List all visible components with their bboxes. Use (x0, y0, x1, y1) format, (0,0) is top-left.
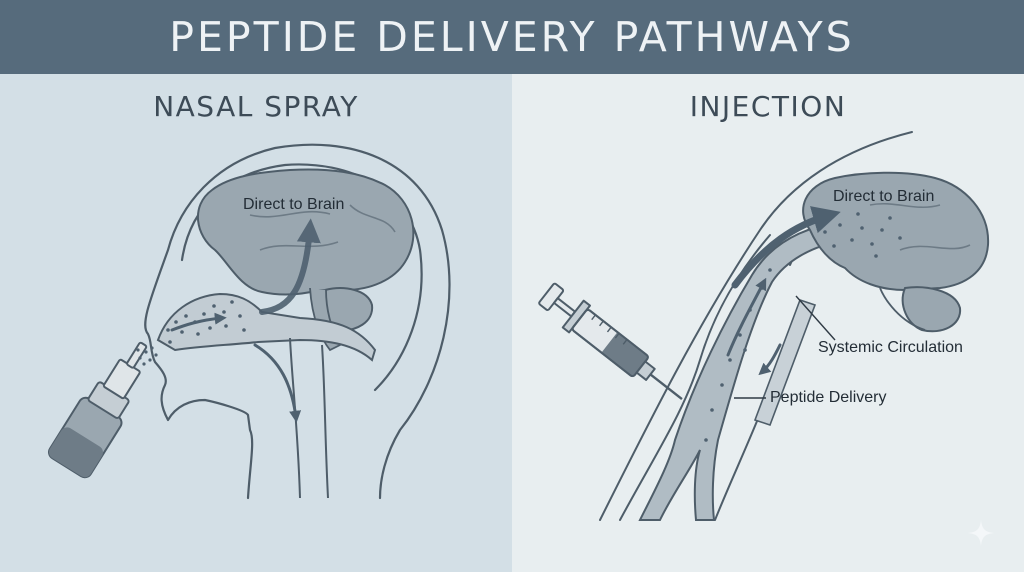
title-banner: PEPTIDE DELIVERY PATHWAYS (0, 0, 1024, 74)
syringe-icon (538, 282, 683, 400)
injection-heading: INJECTION (689, 90, 847, 123)
label-leader-lines (734, 295, 836, 399)
nasal-spray-panel: NASAL SPRAY (0, 74, 512, 572)
nasal-cavity (156, 292, 377, 499)
direct-to-brain-label-right: Direct to Brain (833, 188, 935, 205)
sparkle-icon (968, 520, 994, 546)
peptide-delivery-label: Peptide Delivery (770, 389, 887, 406)
injection-flow-arrows (726, 206, 841, 376)
brain-right (802, 171, 990, 333)
page-title: PEPTIDE DELIVERY PATHWAYS (169, 13, 855, 61)
blood-vessel (638, 220, 848, 521)
direct-to-brain-label-left: Direct to Brain (243, 196, 345, 213)
nasal-spray-heading: NASAL SPRAY (153, 90, 359, 123)
nasal-flow-arrows (170, 218, 321, 423)
spray-bottle-icon (47, 341, 158, 479)
systemic-circulation-label: Systemic Circulation (818, 339, 963, 356)
